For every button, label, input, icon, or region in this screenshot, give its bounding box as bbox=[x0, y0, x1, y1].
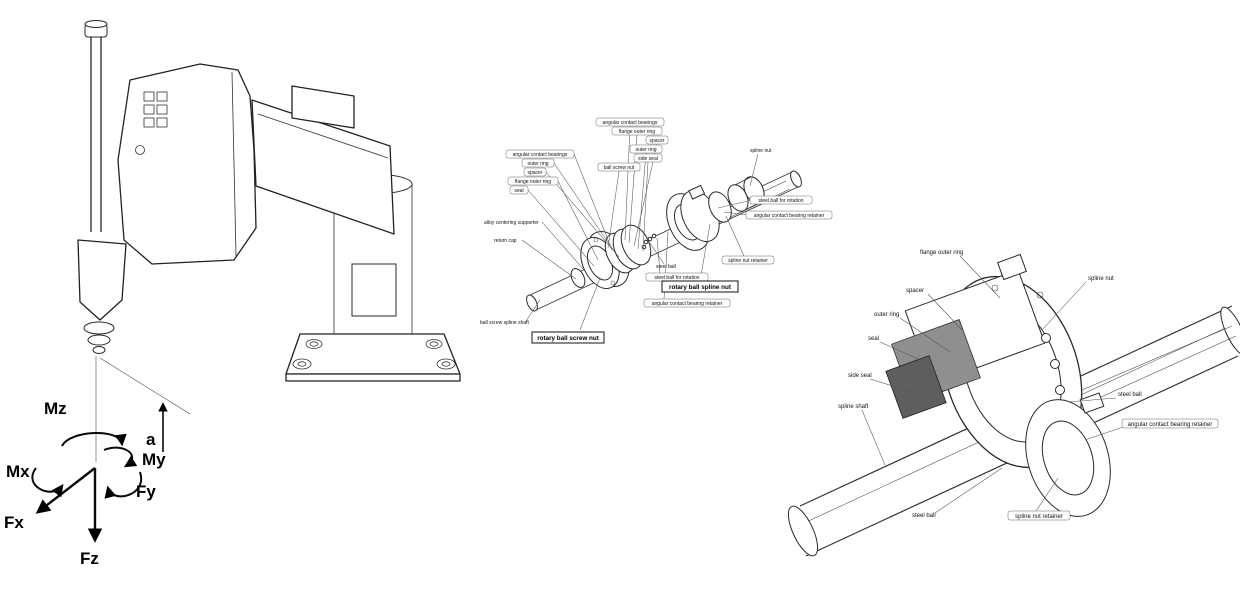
label-spacer-top: spacer bbox=[649, 138, 664, 144]
robot-wrist bbox=[77, 239, 127, 321]
mx-curved-arrow[interactable] bbox=[31, 467, 64, 498]
label-flange-outer-ring-left: flange outer ring bbox=[515, 179, 551, 185]
label-flange-outer-ring-top: flange outer ring bbox=[619, 129, 655, 135]
title-rotary-ball-spline-nut: rotary ball spline nut bbox=[669, 284, 732, 291]
label-my: My bbox=[142, 450, 166, 469]
callout-leftlower-group: alloy centering supporter return cap bal… bbox=[480, 220, 605, 344]
label-steel-ball-exploded: steel ball bbox=[656, 264, 676, 270]
label-outer-ring-top: outer ring bbox=[635, 147, 656, 153]
label-spline-nut-retainer-exploded: spline nut retainer bbox=[728, 258, 768, 264]
quill-cap-top bbox=[84, 20, 108, 28]
flange-bolt-hole bbox=[593, 237, 599, 243]
my-curved-arrow[interactable] bbox=[103, 446, 138, 468]
flange-bolt-hole bbox=[991, 284, 999, 292]
base-plate-front bbox=[285, 373, 461, 382]
spline-nut-body-lines bbox=[734, 176, 758, 213]
retainer-ring bbox=[708, 191, 732, 223]
label-angular-contact-bearing-retainer-right: angular contact bearing retainer bbox=[754, 213, 825, 219]
label-fx: Fx bbox=[4, 513, 24, 532]
spindle-flange-2 bbox=[87, 334, 111, 346]
label-mz: Mz bbox=[44, 399, 67, 418]
flange-key-tab bbox=[997, 253, 1027, 281]
flange-bolt-hole bbox=[1036, 291, 1044, 299]
label-spline-shaft-cutaway: spline shaft bbox=[838, 404, 869, 410]
spindle-tip bbox=[92, 346, 106, 354]
label-spacer-cutaway: spacer bbox=[906, 288, 924, 294]
label-outer-ring-left: outer ring bbox=[527, 161, 548, 167]
robot-control-panel bbox=[135, 91, 168, 155]
label-steel-ball-for-rotation-lower: steel ball for rotation bbox=[654, 275, 699, 281]
steel-balls bbox=[641, 233, 657, 250]
flange-bolt-hole bbox=[610, 280, 616, 286]
robot-arm-top-box bbox=[291, 85, 355, 129]
side-seal-block bbox=[885, 355, 947, 419]
offset-line bbox=[99, 357, 191, 415]
label-seal-left: seal bbox=[514, 188, 523, 194]
title-rotary-ball-screw-nut: rotary ball screw nut bbox=[537, 335, 599, 342]
label-seal-cutaway: seal bbox=[868, 336, 879, 342]
callout-right-group: spline nut steel ball for rotation angul… bbox=[717, 148, 833, 265]
label-spline-nut-exploded: spline nut bbox=[750, 148, 772, 154]
label-steel-ball-for-rotation-right: steel ball for rotation bbox=[758, 198, 803, 204]
label-side-seal-cutaway: side seal bbox=[848, 373, 872, 379]
callout-lower-group: steel ball steel ball for rotation angul… bbox=[643, 223, 739, 308]
cutaway-figure: flange outer ring spline nut spacer oute… bbox=[787, 250, 1240, 557]
fx-arrow[interactable] bbox=[35, 467, 96, 514]
spindle-flange-1 bbox=[83, 321, 115, 335]
label-return-cap: return cap bbox=[494, 238, 517, 244]
return-cap-ring bbox=[570, 268, 586, 288]
label-spacer-left: spacer bbox=[527, 170, 542, 176]
label-flange-outer-ring-cutaway: flange outer ring bbox=[920, 250, 963, 256]
label-angular-contact-bearings-top: angular contact bearings bbox=[603, 120, 658, 126]
cutaway-assembly bbox=[885, 253, 1111, 517]
exploded-figure: angular contact bearings flange outer ri… bbox=[480, 117, 833, 344]
label-angular-contact-bearings-left: angular contact bearings bbox=[513, 152, 568, 158]
robot-figure: Mz a My Fy Mx Fx Fz bbox=[4, 20, 461, 568]
label-ball-screw-nut: ball screw nut bbox=[604, 165, 635, 171]
label-a: a bbox=[146, 430, 156, 449]
quill-rod bbox=[90, 36, 102, 232]
cutaway-labels: flange outer ring spline nut spacer oute… bbox=[838, 250, 1219, 521]
callout-top-group: angular contact bearings flange outer ri… bbox=[595, 117, 669, 252]
fy-curved-arrow[interactable] bbox=[104, 471, 143, 499]
retainer-flange-inner bbox=[1041, 420, 1095, 496]
label-spline-nut-retainer-cutaway: spline nut retainer bbox=[1015, 514, 1063, 520]
robot-arm-edge bbox=[257, 113, 389, 159]
label-fy: Fy bbox=[136, 482, 156, 501]
label-mx: Mx bbox=[6, 462, 30, 481]
label-steel-ball-lower-cutaway: steel ball bbox=[912, 513, 936, 519]
label-angular-contact-bearing-retainer-lower: angular contact bearing retainer bbox=[652, 301, 723, 307]
mz-curved-arrow[interactable] bbox=[61, 432, 127, 447]
force-moment-axes: Mz a My Fy Mx Fx Fz bbox=[4, 399, 168, 568]
label-side-seal-top: side seal bbox=[638, 156, 658, 162]
label-alloy-centering-supporter: alloy centering supporter bbox=[484, 220, 539, 226]
label-ball-screw-spline-shaft: ball screw spline shaft bbox=[480, 320, 530, 326]
label-outer-ring-cutaway: outer ring bbox=[874, 312, 899, 318]
callout-left-group: angular contact bearings outer ring spac… bbox=[505, 149, 620, 267]
robot-head-edge bbox=[231, 71, 237, 257]
base-plate-holes bbox=[292, 339, 456, 370]
label-steel-ball-upper-cutaway: steel ball bbox=[1118, 392, 1142, 398]
robot-drawing bbox=[77, 20, 461, 462]
base-column-panel bbox=[351, 263, 397, 317]
label-fz: Fz bbox=[80, 549, 99, 568]
spline-key-tab bbox=[688, 184, 706, 200]
retainer-key-tab bbox=[1079, 392, 1105, 414]
label-angular-contact-bearing-retainer-cutaway: angular contact bearing retainer bbox=[1128, 422, 1213, 428]
label-spline-nut-cutaway: spline nut bbox=[1088, 276, 1114, 282]
